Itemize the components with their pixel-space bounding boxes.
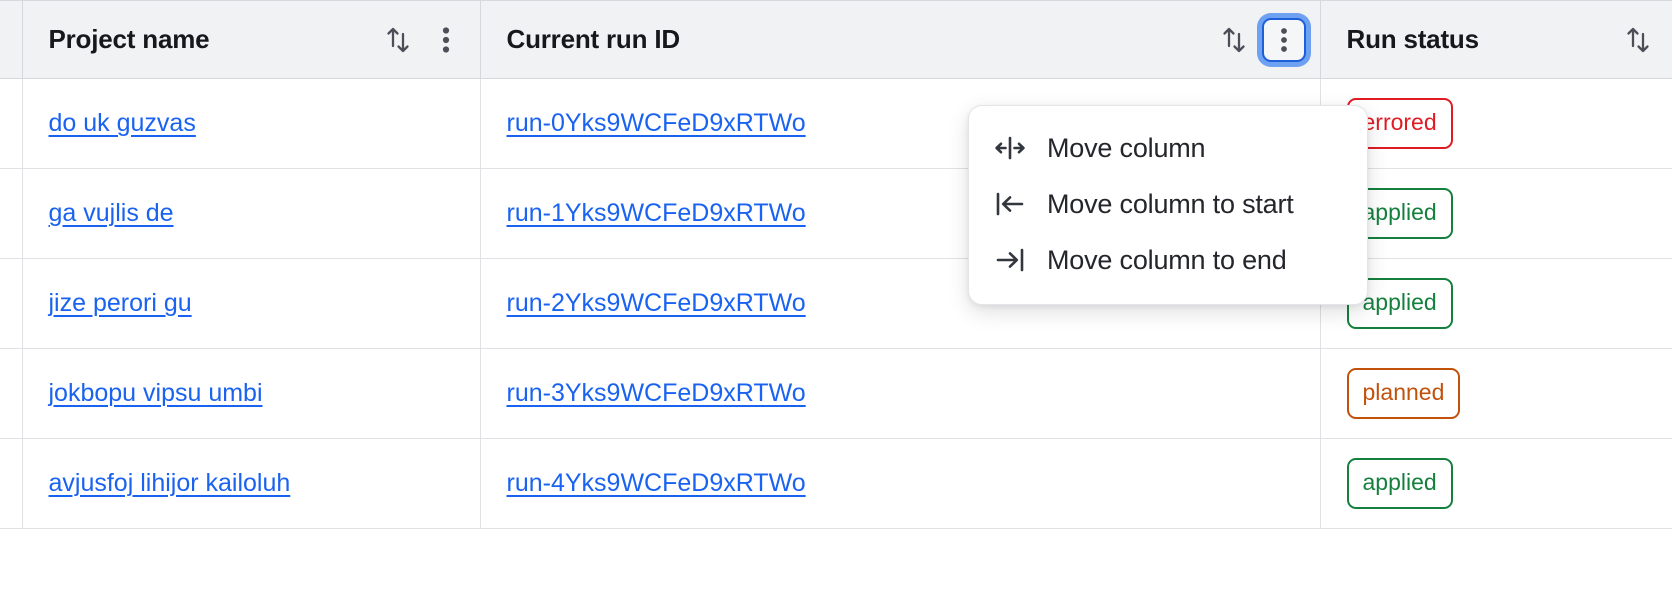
move-column-horizontal-icon	[993, 131, 1027, 165]
column-header-label-current-run-id: Current run ID	[506, 24, 681, 54]
column-header-run-status[interactable]: Run status	[1320, 0, 1672, 79]
row-gutter-cell	[0, 168, 23, 259]
table-row: avjusfoj lihijor kailoluh run-4Yks9WCFeD…	[0, 438, 1672, 529]
project-name-link[interactable]: ga vujlis de	[48, 199, 174, 227]
menu-item-move-column-to-start[interactable]: Move column to start	[969, 176, 1367, 232]
cell-project-name: avjusfoj lihijor kailoluh	[22, 438, 481, 529]
cell-project-name: jokbopu vipsu umbi	[22, 348, 481, 439]
table-row: jize perori gu run-2Yks9WCFeD9xRTWo appl…	[0, 258, 1672, 349]
menu-item-move-column-to-end[interactable]: Move column to end	[969, 232, 1367, 288]
sort-updown-icon	[383, 24, 413, 56]
cell-project-name: do uk guzvas	[22, 78, 481, 169]
project-name-link[interactable]: do uk guzvas	[48, 109, 196, 137]
row-gutter-cell	[0, 258, 23, 349]
column-header-project-name[interactable]: Project name	[22, 0, 481, 79]
cell-run-status: applied	[1320, 438, 1672, 529]
table-row: ga vujlis de run-1Yks9WCFeD9xRTWo applie…	[0, 168, 1672, 259]
column-options-menu: Move column Move column to start Move co…	[968, 105, 1368, 305]
column-menu-button-current-run-id[interactable]	[1261, 17, 1306, 62]
cell-run-status: applied	[1320, 168, 1672, 259]
row-select-gutter-header	[0, 0, 23, 79]
row-gutter-cell	[0, 438, 23, 529]
row-gutter-cell	[0, 348, 23, 439]
cell-project-name: ga vujlis de	[22, 168, 481, 259]
cell-run-status: planned	[1320, 348, 1672, 439]
projects-table: Project name	[0, 0, 1672, 529]
menu-item-label: Move column to start	[1047, 188, 1294, 219]
run-id-link[interactable]: run-2Yks9WCFeD9xRTWo	[506, 289, 806, 317]
sort-button-project-name[interactable]	[378, 20, 418, 60]
project-name-link[interactable]: avjusfoj lihijor kailoluh	[48, 469, 291, 497]
run-id-link[interactable]: run-1Yks9WCFeD9xRTWo	[506, 199, 806, 227]
table-row: do uk guzvas run-0Yks9WCFeD9xRTWo errore…	[0, 78, 1672, 169]
kebab-menu-icon	[1280, 27, 1288, 53]
sort-button-current-run-id[interactable]	[1214, 20, 1254, 60]
cell-current-run-id: run-3Yks9WCFeD9xRTWo	[480, 348, 1321, 439]
column-menu-button-project-name[interactable]	[426, 20, 466, 60]
cell-project-name: jize perori gu	[22, 258, 481, 349]
sort-updown-icon	[1623, 24, 1653, 56]
move-column-to-end-icon	[993, 243, 1027, 277]
sort-button-run-status[interactable]	[1618, 20, 1658, 60]
table-header: Project name	[0, 0, 1672, 79]
run-id-link[interactable]: run-4Yks9WCFeD9xRTWo	[506, 469, 806, 497]
project-name-link[interactable]: jokbopu vipsu umbi	[48, 379, 263, 407]
run-id-link[interactable]: run-0Yks9WCFeD9xRTWo	[506, 109, 806, 137]
move-column-to-start-icon	[993, 187, 1027, 221]
row-gutter-cell	[0, 78, 23, 169]
column-header-label-project-name: Project name	[48, 24, 210, 54]
sort-updown-icon	[1219, 24, 1249, 56]
kebab-menu-icon	[442, 26, 450, 54]
column-header-label-run-status: Run status	[1346, 24, 1480, 54]
header-row: Project name	[0, 0, 1672, 79]
menu-item-label: Move column	[1047, 132, 1206, 163]
menu-item-label: Move column to end	[1047, 244, 1287, 275]
status-badge: applied	[1346, 458, 1453, 509]
cell-run-status: errored	[1320, 78, 1672, 169]
status-badge: planned	[1346, 368, 1461, 419]
cell-run-status: applied	[1320, 258, 1672, 349]
project-name-link[interactable]: jize perori gu	[48, 289, 192, 317]
run-id-link[interactable]: run-3Yks9WCFeD9xRTWo	[506, 379, 806, 407]
cell-current-run-id: run-4Yks9WCFeD9xRTWo	[480, 438, 1321, 529]
menu-item-move-column[interactable]: Move column	[969, 120, 1367, 176]
table-row: jokbopu vipsu umbi run-3Yks9WCFeD9xRTWo …	[0, 348, 1672, 439]
table-body: do uk guzvas run-0Yks9WCFeD9xRTWo errore…	[0, 78, 1672, 529]
column-header-current-run-id[interactable]: Current run ID	[480, 0, 1321, 79]
